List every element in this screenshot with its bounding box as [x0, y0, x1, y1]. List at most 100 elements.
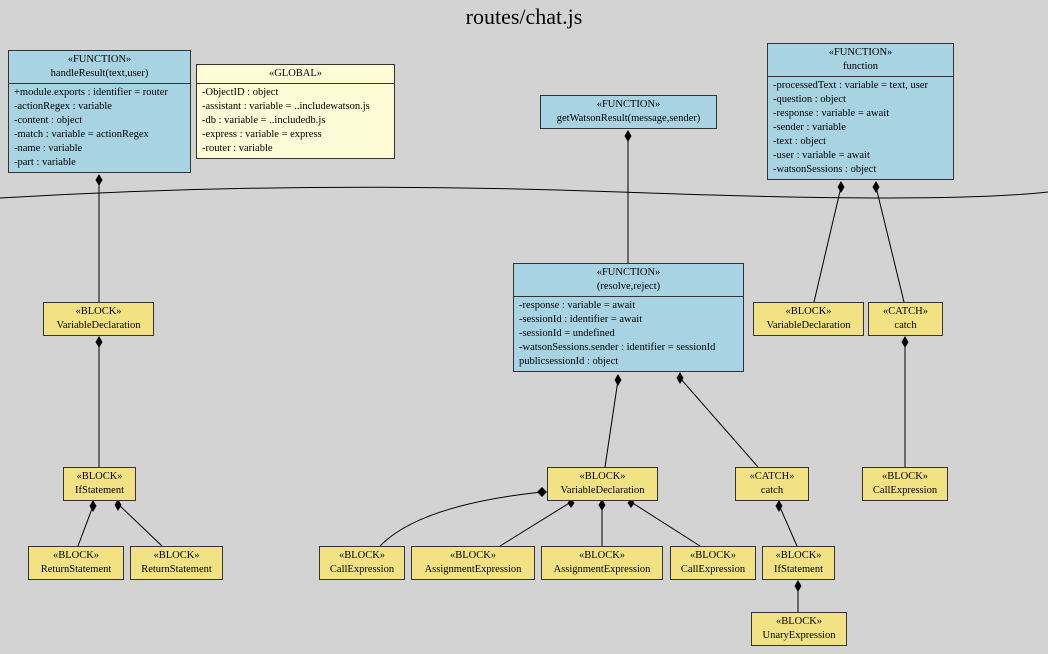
- node-name: AssignmentExpression: [424, 564, 522, 575]
- attribute: -db : variable = ..includedb.js: [202, 115, 326, 126]
- node-vd3[interactable]: «BLOCK» VariableDeclaration: [753, 302, 864, 336]
- node-if2[interactable]: «BLOCK» IfStatement: [762, 546, 835, 580]
- node-name: ReturnStatement: [40, 564, 112, 575]
- node-ret1[interactable]: «BLOCK» ReturnStatement: [28, 546, 124, 580]
- node-assign1[interactable]: «BLOCK» AssignmentExpression: [411, 546, 535, 580]
- stereotype: «FUNCTION»: [596, 267, 661, 278]
- node-vd2[interactable]: «BLOCK» VariableDeclaration: [547, 467, 658, 501]
- attribute: -part : variable: [14, 157, 76, 168]
- stereotype: «GLOBAL»: [268, 68, 323, 79]
- attribute: +module.exports : identifier = router: [14, 87, 168, 98]
- attribute: -actionRegex : variable: [14, 101, 112, 112]
- stereotype: «FUNCTION»: [828, 47, 893, 58]
- attribute: -response : variable = await: [773, 108, 890, 119]
- attribute-list: -response : variable = await -sessionId …: [514, 296, 743, 371]
- stereotype: «BLOCK»: [775, 550, 822, 561]
- attribute: -match : variable = actionRegex: [14, 129, 149, 140]
- stereotype: «CATCH»: [883, 306, 928, 317]
- node-if1[interactable]: «BLOCK» IfStatement: [63, 467, 136, 501]
- edge-catch1-if2: [778, 504, 798, 547]
- attribute: -sessionId : identifier = await: [519, 314, 643, 325]
- attribute: -sender : variable: [773, 122, 846, 133]
- diamond-getWatson: [624, 130, 632, 142]
- diamond-vd2-b: [598, 499, 606, 511]
- node-name: VariableDeclaration: [560, 485, 645, 496]
- edge-vd2-call1: [379, 491, 543, 547]
- node-resolve-reject[interactable]: «FUNCTION» (resolve,reject) -response : …: [513, 263, 744, 372]
- stereotype: «BLOCK»: [785, 306, 832, 317]
- stereotype: «BLOCK»: [579, 471, 626, 482]
- node-global[interactable]: «GLOBAL» -ObjectID : object -assistant :…: [196, 64, 395, 159]
- diamond-vd2-curve: [537, 487, 547, 497]
- stereotype: «BLOCK»: [578, 550, 626, 561]
- attribute: -express : variable = express: [202, 129, 322, 140]
- node-function[interactable]: «FUNCTION» function -processedText : var…: [767, 43, 954, 180]
- node-name: IfStatement: [75, 485, 124, 496]
- attribute: -assistant : variable = ..includewatson.…: [202, 101, 370, 112]
- node-name: function: [843, 61, 878, 72]
- attribute: -sessionId = undefined: [519, 328, 615, 339]
- node-vd1[interactable]: «BLOCK» VariableDeclaration: [43, 302, 154, 336]
- attribute-list: +module.exports : identifier = router -a…: [9, 83, 190, 172]
- edge-resolve-vd2: [604, 379, 619, 468]
- node-ret2[interactable]: «BLOCK» ReturnStatement: [130, 546, 223, 580]
- stereotype: «FUNCTION»: [67, 54, 132, 65]
- package-boundary-line: [0, 186, 1048, 199]
- attribute: -router : variable: [202, 143, 273, 154]
- node-assign2[interactable]: «BLOCK» AssignmentExpression: [541, 546, 663, 580]
- edge-function-catch2: [875, 186, 905, 303]
- stereotype: «BLOCK»: [52, 550, 100, 561]
- stereotype: «BLOCK»: [689, 550, 737, 561]
- edge-if1-ret1: [77, 505, 94, 547]
- diamond-if1-left: [89, 500, 97, 512]
- node-name: CallExpression: [329, 564, 395, 575]
- diamond-catch2: [901, 336, 909, 348]
- stereotype: «BLOCK»: [449, 550, 497, 561]
- edge-resolve-catch1: [679, 377, 759, 468]
- node-name: IfStatement: [774, 564, 823, 575]
- diamond-resolve-right: [676, 372, 684, 384]
- node-name: VariableDeclaration: [766, 320, 851, 331]
- attribute: -processedText : variable = text, user: [773, 80, 929, 91]
- diamond-function-left: [837, 181, 845, 193]
- node-getWatsonResult[interactable]: «FUNCTION» getWatsonResult(message,sende…: [540, 95, 717, 129]
- node-call3[interactable]: «BLOCK» CallExpression: [862, 467, 948, 501]
- attribute: -text : object: [773, 136, 827, 147]
- stereotype: «BLOCK»: [76, 471, 123, 482]
- node-catch2[interactable]: «CATCH» catch: [868, 302, 943, 336]
- node-name: handleResult(text,user): [50, 68, 149, 79]
- attribute: -watsonSessions.sender : identifier = se…: [519, 342, 716, 353]
- node-catch1[interactable]: «CATCH» catch: [735, 467, 809, 501]
- stereotype: «CATCH»: [749, 471, 795, 482]
- edge-vd2-call2: [630, 501, 701, 547]
- stereotype: «BLOCK»: [75, 306, 122, 317]
- node-name: catch: [760, 485, 784, 496]
- attribute: -ObjectID : object: [202, 87, 279, 98]
- node-name: AssignmentExpression: [553, 564, 651, 575]
- diamond-catch1: [775, 500, 783, 512]
- stereotype: «FUNCTION»: [596, 99, 661, 110]
- node-name: CallExpression: [872, 485, 938, 496]
- attribute: -watsonSessions : object: [773, 164, 877, 175]
- stereotype: «BLOCK»: [881, 471, 929, 482]
- edge-if1-ret2: [117, 503, 163, 547]
- diamond-if1-right: [114, 499, 122, 511]
- stereotype: «BLOCK»: [153, 550, 200, 561]
- attribute-list: -ObjectID : object -assistant : variable…: [197, 83, 394, 158]
- node-name: CallExpression: [680, 564, 746, 575]
- node-name: (resolve,reject): [596, 281, 661, 292]
- node-call2[interactable]: «BLOCK» CallExpression: [670, 546, 756, 580]
- node-unary[interactable]: «BLOCK» UnaryExpression: [751, 612, 847, 646]
- node-name: catch: [894, 320, 917, 331]
- node-name: UnaryExpression: [762, 630, 836, 641]
- diamond-handleResult: [95, 174, 103, 186]
- attribute: publicsessionId : object: [519, 356, 619, 367]
- attribute: -response : variable = await: [519, 300, 636, 311]
- node-call1[interactable]: «BLOCK» CallExpression: [319, 546, 405, 580]
- node-handleResult[interactable]: «FUNCTION» handleResult(text,user) +modu…: [8, 50, 191, 173]
- node-name: getWatsonResult(message,sender): [556, 113, 701, 124]
- diamond-function-right: [872, 181, 880, 193]
- attribute-list: -processedText : variable = text, user -…: [768, 76, 953, 179]
- attribute: -question : object: [773, 94, 846, 105]
- diamond-resolve-left: [614, 374, 622, 386]
